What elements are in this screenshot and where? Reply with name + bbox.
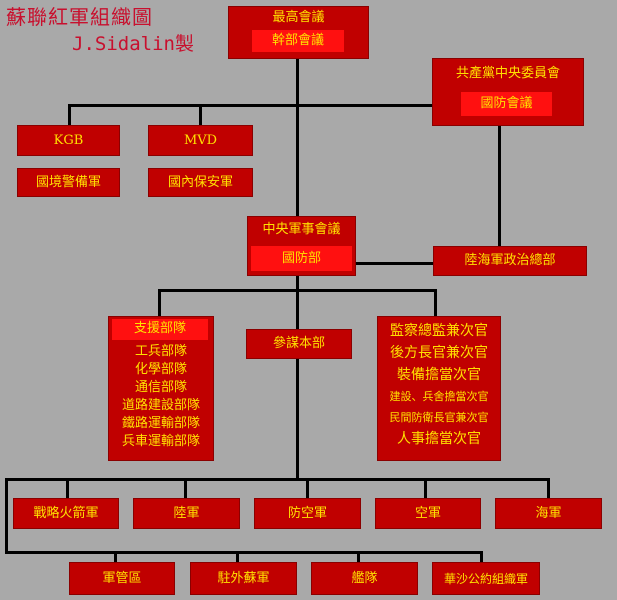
border-guard-label: 國境警備軍 xyxy=(35,175,101,190)
deputy-minister-item: 民間防衛長官兼次官 xyxy=(389,411,489,424)
bottom-box xyxy=(190,562,297,595)
central-military-council-label: 中央軍事會議 xyxy=(262,222,341,237)
support-unit-item: 通信部隊 xyxy=(134,380,187,395)
connector xyxy=(66,478,69,500)
mvd-label: MVD xyxy=(183,133,218,148)
support-units-box xyxy=(108,316,214,461)
support-unit-item: 鐵路運輸部隊 xyxy=(121,416,200,431)
supreme-council-label: 最高會議 xyxy=(272,10,325,25)
connector xyxy=(236,551,239,564)
deputy-minister-item: 後方長官兼次官 xyxy=(390,345,488,361)
connector xyxy=(357,551,360,564)
connector xyxy=(5,478,550,481)
chart-author: J.Sidalin製 xyxy=(72,33,194,55)
bottom-label: 艦隊 xyxy=(351,571,378,586)
bottom-label: 華沙公約組織軍 xyxy=(443,572,528,586)
support-units-header: 支援部隊 xyxy=(133,321,186,336)
connector xyxy=(480,551,483,564)
connector xyxy=(5,478,8,553)
service-label: 海軍 xyxy=(535,506,562,521)
connector xyxy=(296,358,299,480)
political-directorate-label: 陸海軍政治總部 xyxy=(464,253,556,268)
connector xyxy=(184,478,187,500)
deputy-ministers-list: 監察總監兼次官 後方長官兼次官 裝備擔當次官 建設、兵舍擔當次官 民間防衛長官兼… xyxy=(377,320,501,450)
bottom-box xyxy=(311,562,418,595)
connector xyxy=(158,289,161,316)
service-label: 防空軍 xyxy=(287,506,327,521)
defense-ministry-box xyxy=(251,246,352,271)
bottom-label: 軍管區 xyxy=(102,571,142,586)
cadre-council-box xyxy=(252,30,344,52)
support-units-list: 工兵部隊 化學部隊 通信部隊 道路建設部隊 鐵路運輸部隊 兵車運輸部隊 xyxy=(108,343,214,451)
central-committee-label: 共產黨中央委員會 xyxy=(455,66,560,81)
mvd-box xyxy=(148,125,253,156)
bottom-label: 駐外蘇軍 xyxy=(217,571,270,586)
connector xyxy=(5,551,483,554)
connector xyxy=(199,104,202,126)
service-box xyxy=(495,498,602,529)
service-box xyxy=(13,498,119,529)
connector xyxy=(434,289,437,316)
kgb-box xyxy=(17,125,120,156)
chart-title: 蘇聯紅軍組織圖 xyxy=(6,5,153,29)
support-units-header-box xyxy=(112,319,208,340)
connector xyxy=(296,58,299,245)
deputy-ministers-box xyxy=(377,316,501,461)
connector xyxy=(296,276,299,291)
connector xyxy=(68,104,71,126)
deputy-minister-item: 建設、兵舍擔當次官 xyxy=(389,390,489,403)
border-guard-box xyxy=(17,168,120,197)
bottom-box xyxy=(69,562,175,595)
service-label: 戰略火箭軍 xyxy=(33,506,99,521)
general-staff-box xyxy=(246,329,352,359)
support-unit-item: 兵車運輸部隊 xyxy=(121,434,200,449)
support-unit-item: 工兵部隊 xyxy=(134,344,187,359)
cadre-council-label: 幹部會議 xyxy=(271,33,324,48)
service-label: 空軍 xyxy=(414,506,441,521)
defense-ministry-label: 國防部 xyxy=(281,251,321,266)
support-unit-item: 道路建設部隊 xyxy=(121,398,200,413)
connector xyxy=(68,104,501,107)
service-box xyxy=(133,498,240,529)
defense-council-label: 國防會議 xyxy=(480,96,533,111)
political-directorate-box xyxy=(433,246,587,276)
kgb-label: KGB xyxy=(53,133,84,148)
connector xyxy=(547,478,550,500)
connector xyxy=(354,262,434,265)
service-box xyxy=(375,498,481,529)
connector xyxy=(306,478,309,500)
connector xyxy=(296,289,299,329)
support-unit-item: 化學部隊 xyxy=(134,362,187,377)
deputy-minister-item: 監察總監兼次官 xyxy=(390,323,488,339)
service-box xyxy=(254,498,361,529)
connector xyxy=(424,478,427,500)
general-staff-label: 參謀本部 xyxy=(272,336,325,351)
bottom-box xyxy=(432,562,540,595)
connector xyxy=(114,551,117,564)
deputy-minister-item: 裝備擔當次官 xyxy=(397,367,481,383)
internal-troops-box xyxy=(148,168,253,197)
connector xyxy=(498,125,501,247)
service-label: 陸軍 xyxy=(173,506,200,521)
defense-council-box xyxy=(461,92,552,116)
internal-troops-label: 國內保安軍 xyxy=(167,175,233,190)
deputy-minister-item: 人事擔當次官 xyxy=(397,431,481,447)
